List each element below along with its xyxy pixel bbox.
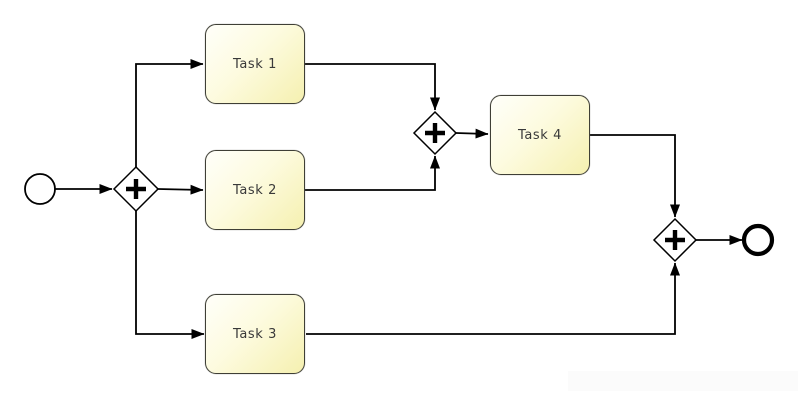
task-node-1[interactable]: Task 1: [205, 24, 305, 104]
flow-task3-to-join-final[interactable]: [306, 262, 680, 335]
task-label: Task 3: [232, 326, 278, 342]
task-node-2[interactable]: Task 2: [205, 150, 305, 230]
task-node-4[interactable]: Task 4: [490, 95, 590, 175]
sequence-flows: [55, 59, 743, 339]
flow-split-to-task1[interactable]: [135, 59, 204, 167]
parallel-gateway-join-final[interactable]: [652, 217, 698, 263]
flow-join-upper-to-task4[interactable]: [455, 128, 489, 139]
task-label: Task 1: [232, 56, 278, 72]
flow-task4-to-join-final[interactable]: [590, 134, 680, 218]
plus-icon: [665, 230, 685, 250]
flow-task2-to-join-upper[interactable]: [305, 155, 440, 191]
plus-icon: [425, 123, 445, 143]
end-event[interactable]: [741, 223, 775, 257]
plus-icon: [126, 179, 146, 199]
start-event[interactable]: [24, 173, 56, 205]
task-label: Task 4: [517, 127, 563, 143]
task-node-3[interactable]: Task 3: [205, 294, 305, 374]
parallel-gateway-split[interactable]: [112, 165, 160, 213]
flow-split-to-task3[interactable]: [135, 211, 205, 339]
task-label: Task 2: [232, 182, 278, 198]
page-shadow-strip: [568, 371, 798, 391]
flow-task1-to-join-upper[interactable]: [305, 63, 440, 111]
parallel-gateway-join-upper[interactable]: [412, 110, 458, 156]
flow-split-to-task2[interactable]: [157, 184, 204, 195]
